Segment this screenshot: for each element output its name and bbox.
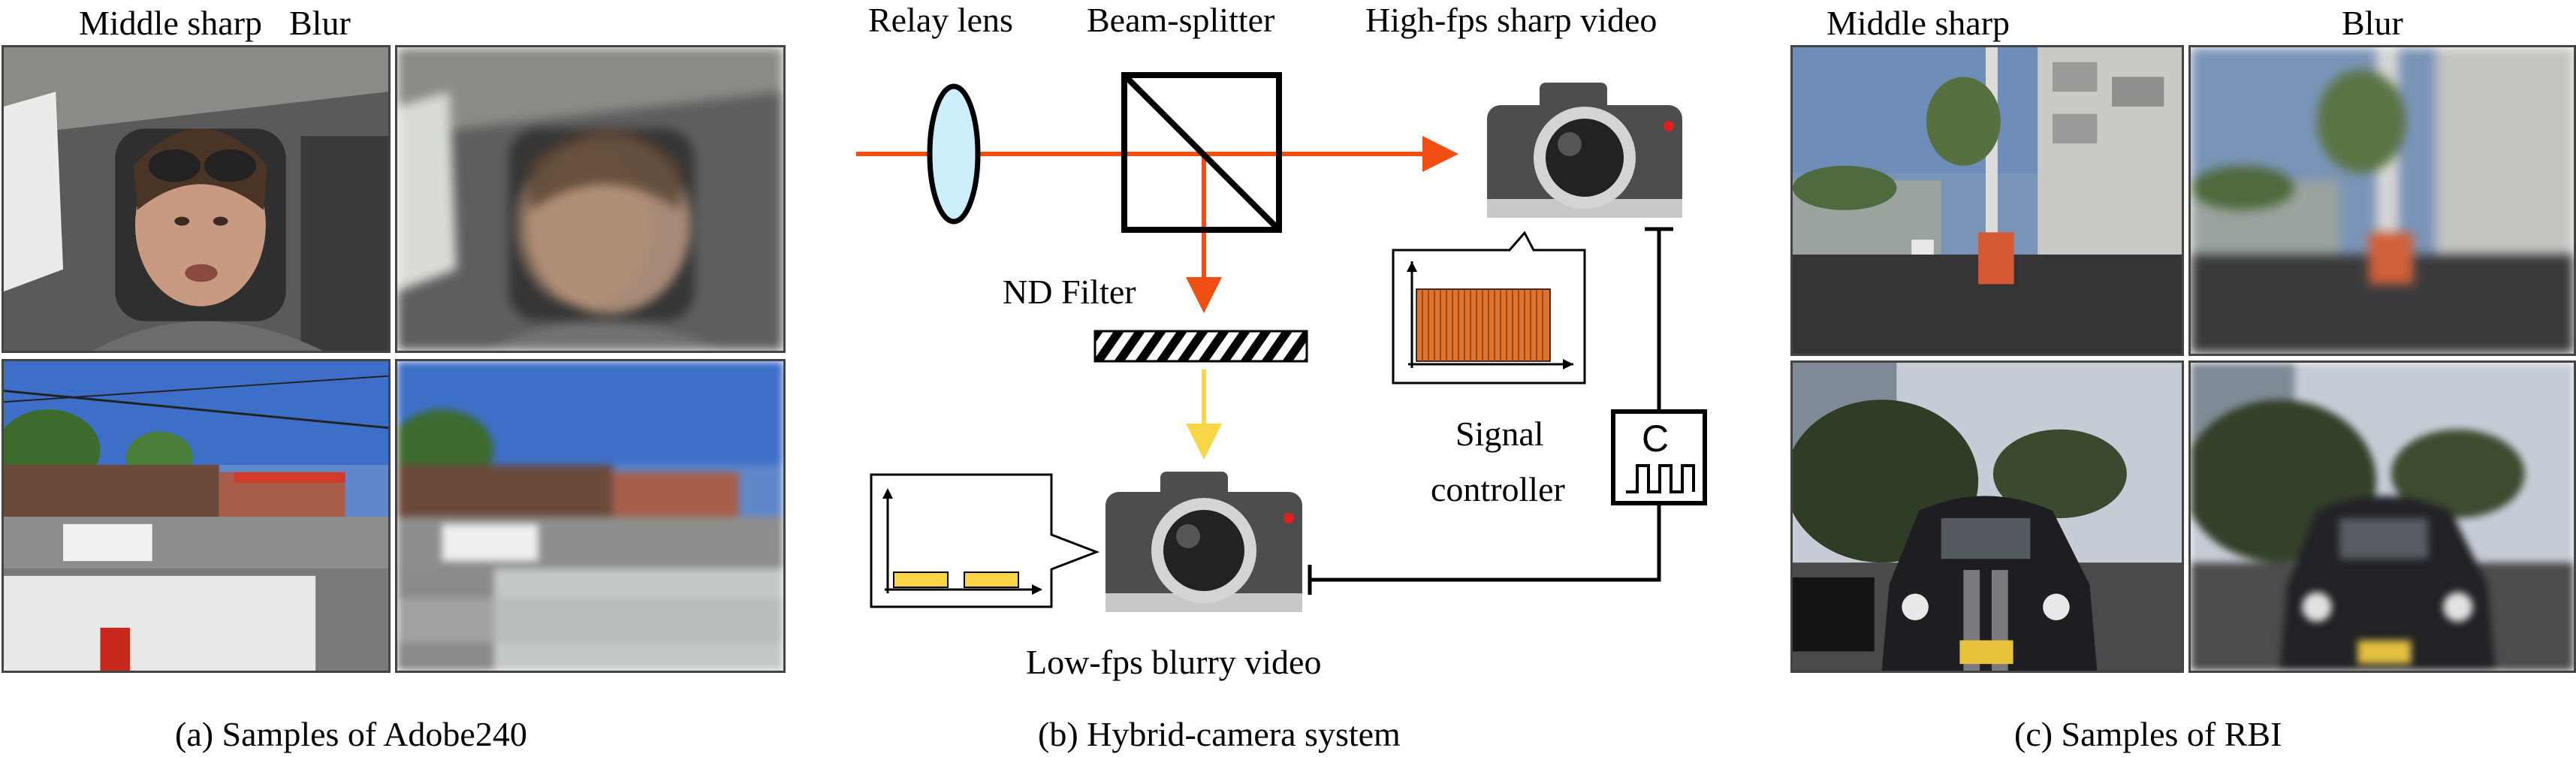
low-fps-camera-icon (1106, 472, 1302, 612)
label-relay-lens: Relay lens (868, 1, 1013, 39)
label-beam-splitter: Beam-splitter (1087, 1, 1275, 39)
photo-car-interior-sharp (2, 45, 391, 353)
relay-lens-shape (927, 83, 981, 225)
label-signal: Signal (1455, 415, 1544, 453)
label-low-fps-video: Low-fps blurry video (1026, 643, 1322, 681)
high-fps-camera-icon (1487, 83, 1682, 218)
panel-c-caption: (c) Samples of RBI (2014, 715, 2282, 753)
panel-a-column-label-blur: Blur (289, 4, 351, 42)
square-wave-icon (1626, 464, 1695, 493)
photo-black-car-sharp (1790, 360, 2184, 673)
photo-urban-street-sharp (1790, 45, 2184, 356)
panel-b-caption: (b) Hybrid-camera system (1038, 715, 1401, 753)
label-high-fps-video: High-fps sharp video (1365, 1, 1658, 39)
photo-urban-street-blur (2188, 45, 2576, 356)
panel-c-column-label-sharp: Middle sharp (1826, 4, 2010, 42)
label-controller: controller (1431, 470, 1565, 508)
control-wires (1308, 227, 1673, 595)
nd-filter-shape (1093, 330, 1308, 363)
panel-c-column-label-blur: Blur (2342, 4, 2403, 42)
panel-a-column-label-sharp: Middle sharp (79, 4, 263, 42)
pulse-low-1 (893, 572, 949, 588)
photo-street-sharp (2, 359, 391, 673)
low-fps-signal-bubble (870, 473, 1100, 608)
photo-car-interior-blur (395, 45, 786, 353)
high-fps-signal-bubble (1392, 231, 1586, 385)
controller-letter: C (1642, 418, 1670, 460)
photo-street-blur (395, 359, 786, 673)
pulse-train-high (1422, 289, 1543, 361)
panel-a-caption: (a) Samples of Adobe240 (175, 715, 527, 753)
pulse-low-2 (964, 572, 1019, 588)
beam-splitter-shape (1121, 72, 1282, 233)
photo-black-car-blur (2188, 360, 2576, 673)
label-nd-filter: ND Filter (1003, 273, 1136, 311)
